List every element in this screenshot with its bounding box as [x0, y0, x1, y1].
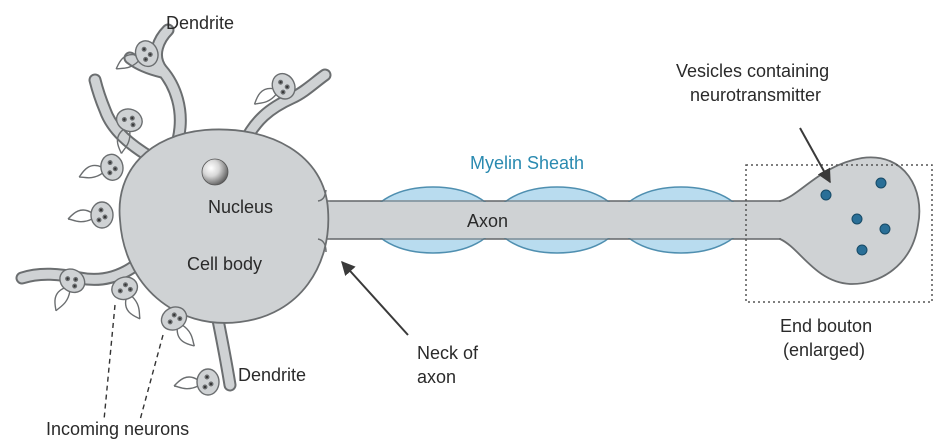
vesicle	[821, 190, 831, 200]
cell-body	[120, 129, 329, 322]
vesicle	[876, 178, 886, 188]
label-vesicles-line2: neurotransmitter	[690, 84, 821, 106]
label-myelin-sheath: Myelin Sheath	[470, 152, 584, 174]
end-bouton	[780, 157, 919, 284]
vesicle	[857, 245, 867, 255]
vesicles-arrow	[800, 128, 830, 182]
label-nucleus: Nucleus	[208, 196, 273, 218]
vesicle	[852, 214, 862, 224]
incoming-neuron	[76, 153, 125, 186]
incoming-neuron	[68, 202, 113, 228]
nucleus	[202, 159, 228, 185]
incoming-neuron	[174, 369, 219, 395]
label-neck-line2: axon	[417, 366, 456, 388]
incoming-neurons-pointers	[104, 305, 163, 420]
label-incoming-neurons: Incoming neurons	[46, 418, 189, 440]
vesicle	[880, 224, 890, 234]
label-end-bouton-line2: (enlarged)	[783, 339, 865, 361]
label-neck-line1: Neck of	[417, 342, 478, 364]
label-cell-body: Cell body	[187, 253, 262, 275]
label-axon: Axon	[467, 210, 508, 232]
label-end-bouton-line1: End bouton	[780, 315, 872, 337]
label-vesicles-line1: Vesicles containing	[676, 60, 829, 82]
label-dendrite-bottom: Dendrite	[238, 364, 306, 386]
label-dendrite-top: Dendrite	[166, 12, 234, 34]
neck-arrow	[342, 262, 408, 335]
